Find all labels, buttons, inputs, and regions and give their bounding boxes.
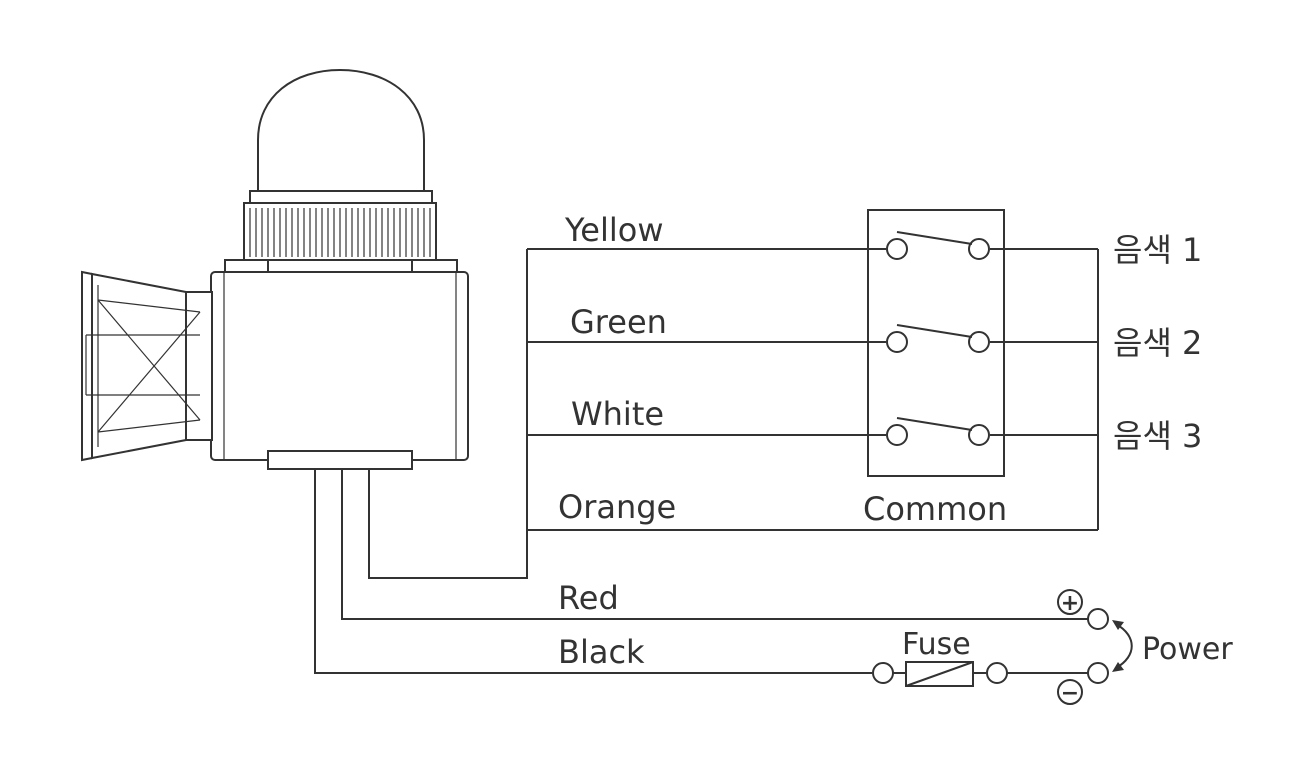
plus-sign: + — [1061, 591, 1079, 616]
switch-1 — [886, 231, 990, 260]
plus-icon — [1057, 589, 1083, 615]
power-plus-terminal — [1087, 608, 1109, 630]
orange-lead — [368, 249, 528, 579]
minus-icon — [1057, 679, 1083, 705]
label-tone-2: 음색 2 — [1113, 324, 1202, 362]
knurl-lines — [249, 208, 431, 257]
switch-box — [867, 209, 1005, 477]
main-housing — [210, 271, 469, 461]
label-green: Green — [570, 303, 667, 341]
label-power: Power — [1142, 632, 1233, 667]
label-red: Red — [558, 579, 619, 617]
power-minus-terminal — [1087, 662, 1109, 684]
red-wire — [341, 469, 1088, 620]
power-arrow — [1115, 623, 1133, 669]
label-white: White — [571, 395, 664, 433]
label-fuse: Fuse — [902, 627, 971, 662]
label-common: Common — [863, 490, 1007, 528]
label-yellow: Yellow — [564, 211, 664, 249]
wires — [314, 248, 1099, 674]
label-orange: Orange — [558, 488, 676, 526]
light-dome — [257, 68, 425, 194]
label-tone-3: 음색 3 — [1113, 417, 1202, 455]
label-tone-1: 음색 1 — [1113, 231, 1202, 269]
cable-gland — [267, 450, 413, 470]
power-terminals — [1057, 589, 1133, 705]
switch-3 — [886, 417, 990, 446]
switch-2 — [886, 324, 990, 353]
fuse — [872, 661, 1008, 687]
black-wire — [314, 469, 872, 674]
horn-speaker — [81, 270, 213, 462]
siren-device — [81, 68, 469, 470]
minus-sign: − — [1061, 681, 1079, 706]
label-black: Black — [558, 633, 645, 671]
